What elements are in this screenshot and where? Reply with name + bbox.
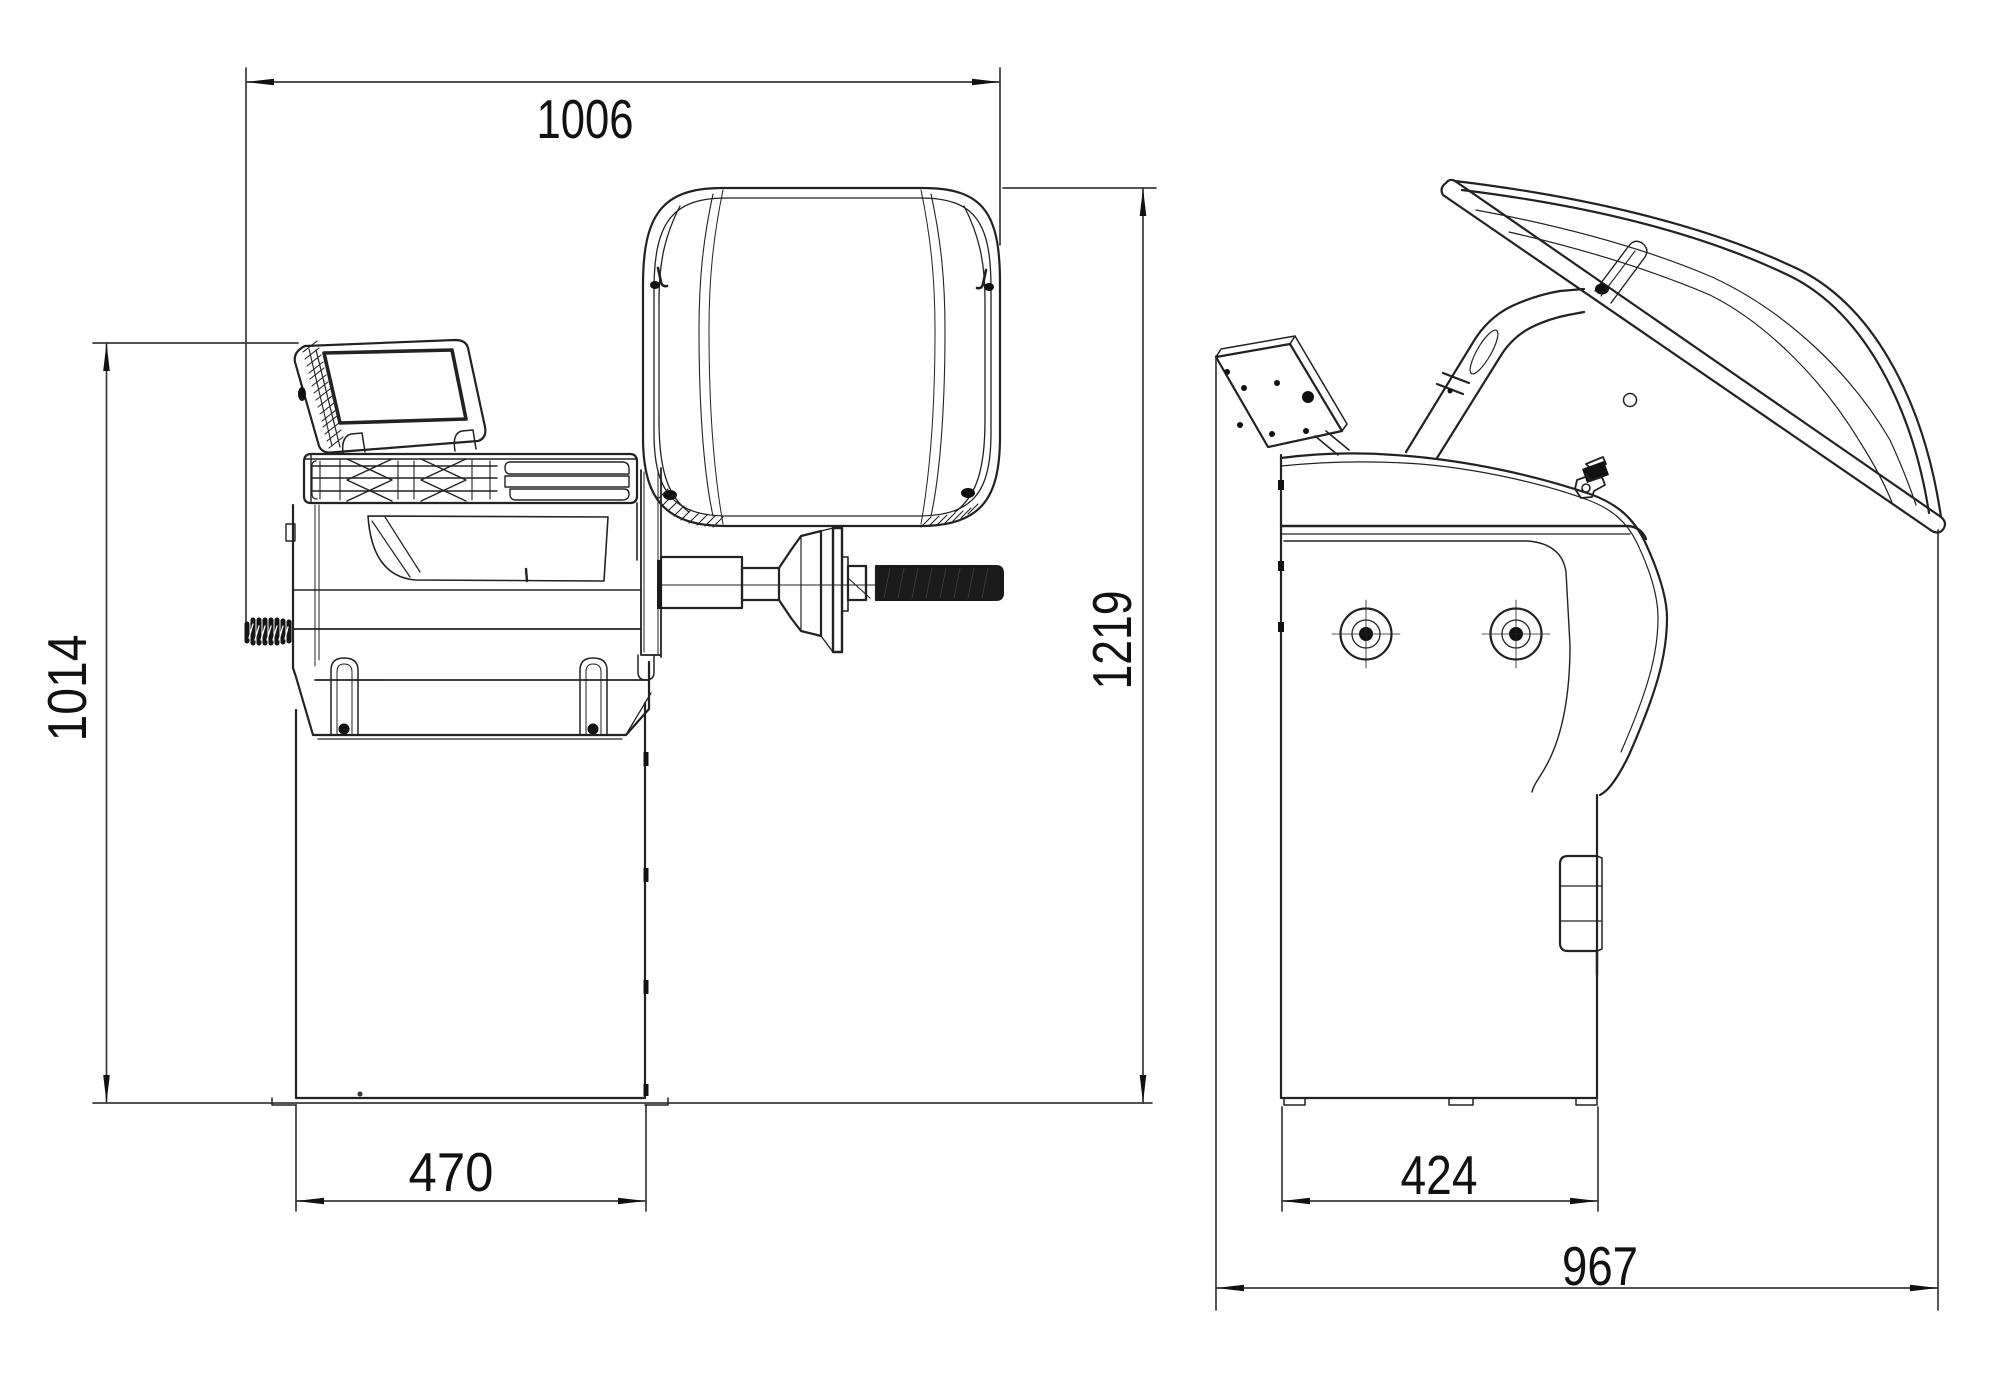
svg-text:1006: 1006: [537, 88, 634, 150]
svg-text:1014: 1014: [36, 635, 98, 742]
svg-text:424: 424: [1401, 1144, 1478, 1206]
svg-text:967: 967: [1562, 1235, 1638, 1297]
svg-text:470: 470: [409, 1141, 494, 1203]
svg-text:1219: 1219: [1081, 591, 1143, 690]
